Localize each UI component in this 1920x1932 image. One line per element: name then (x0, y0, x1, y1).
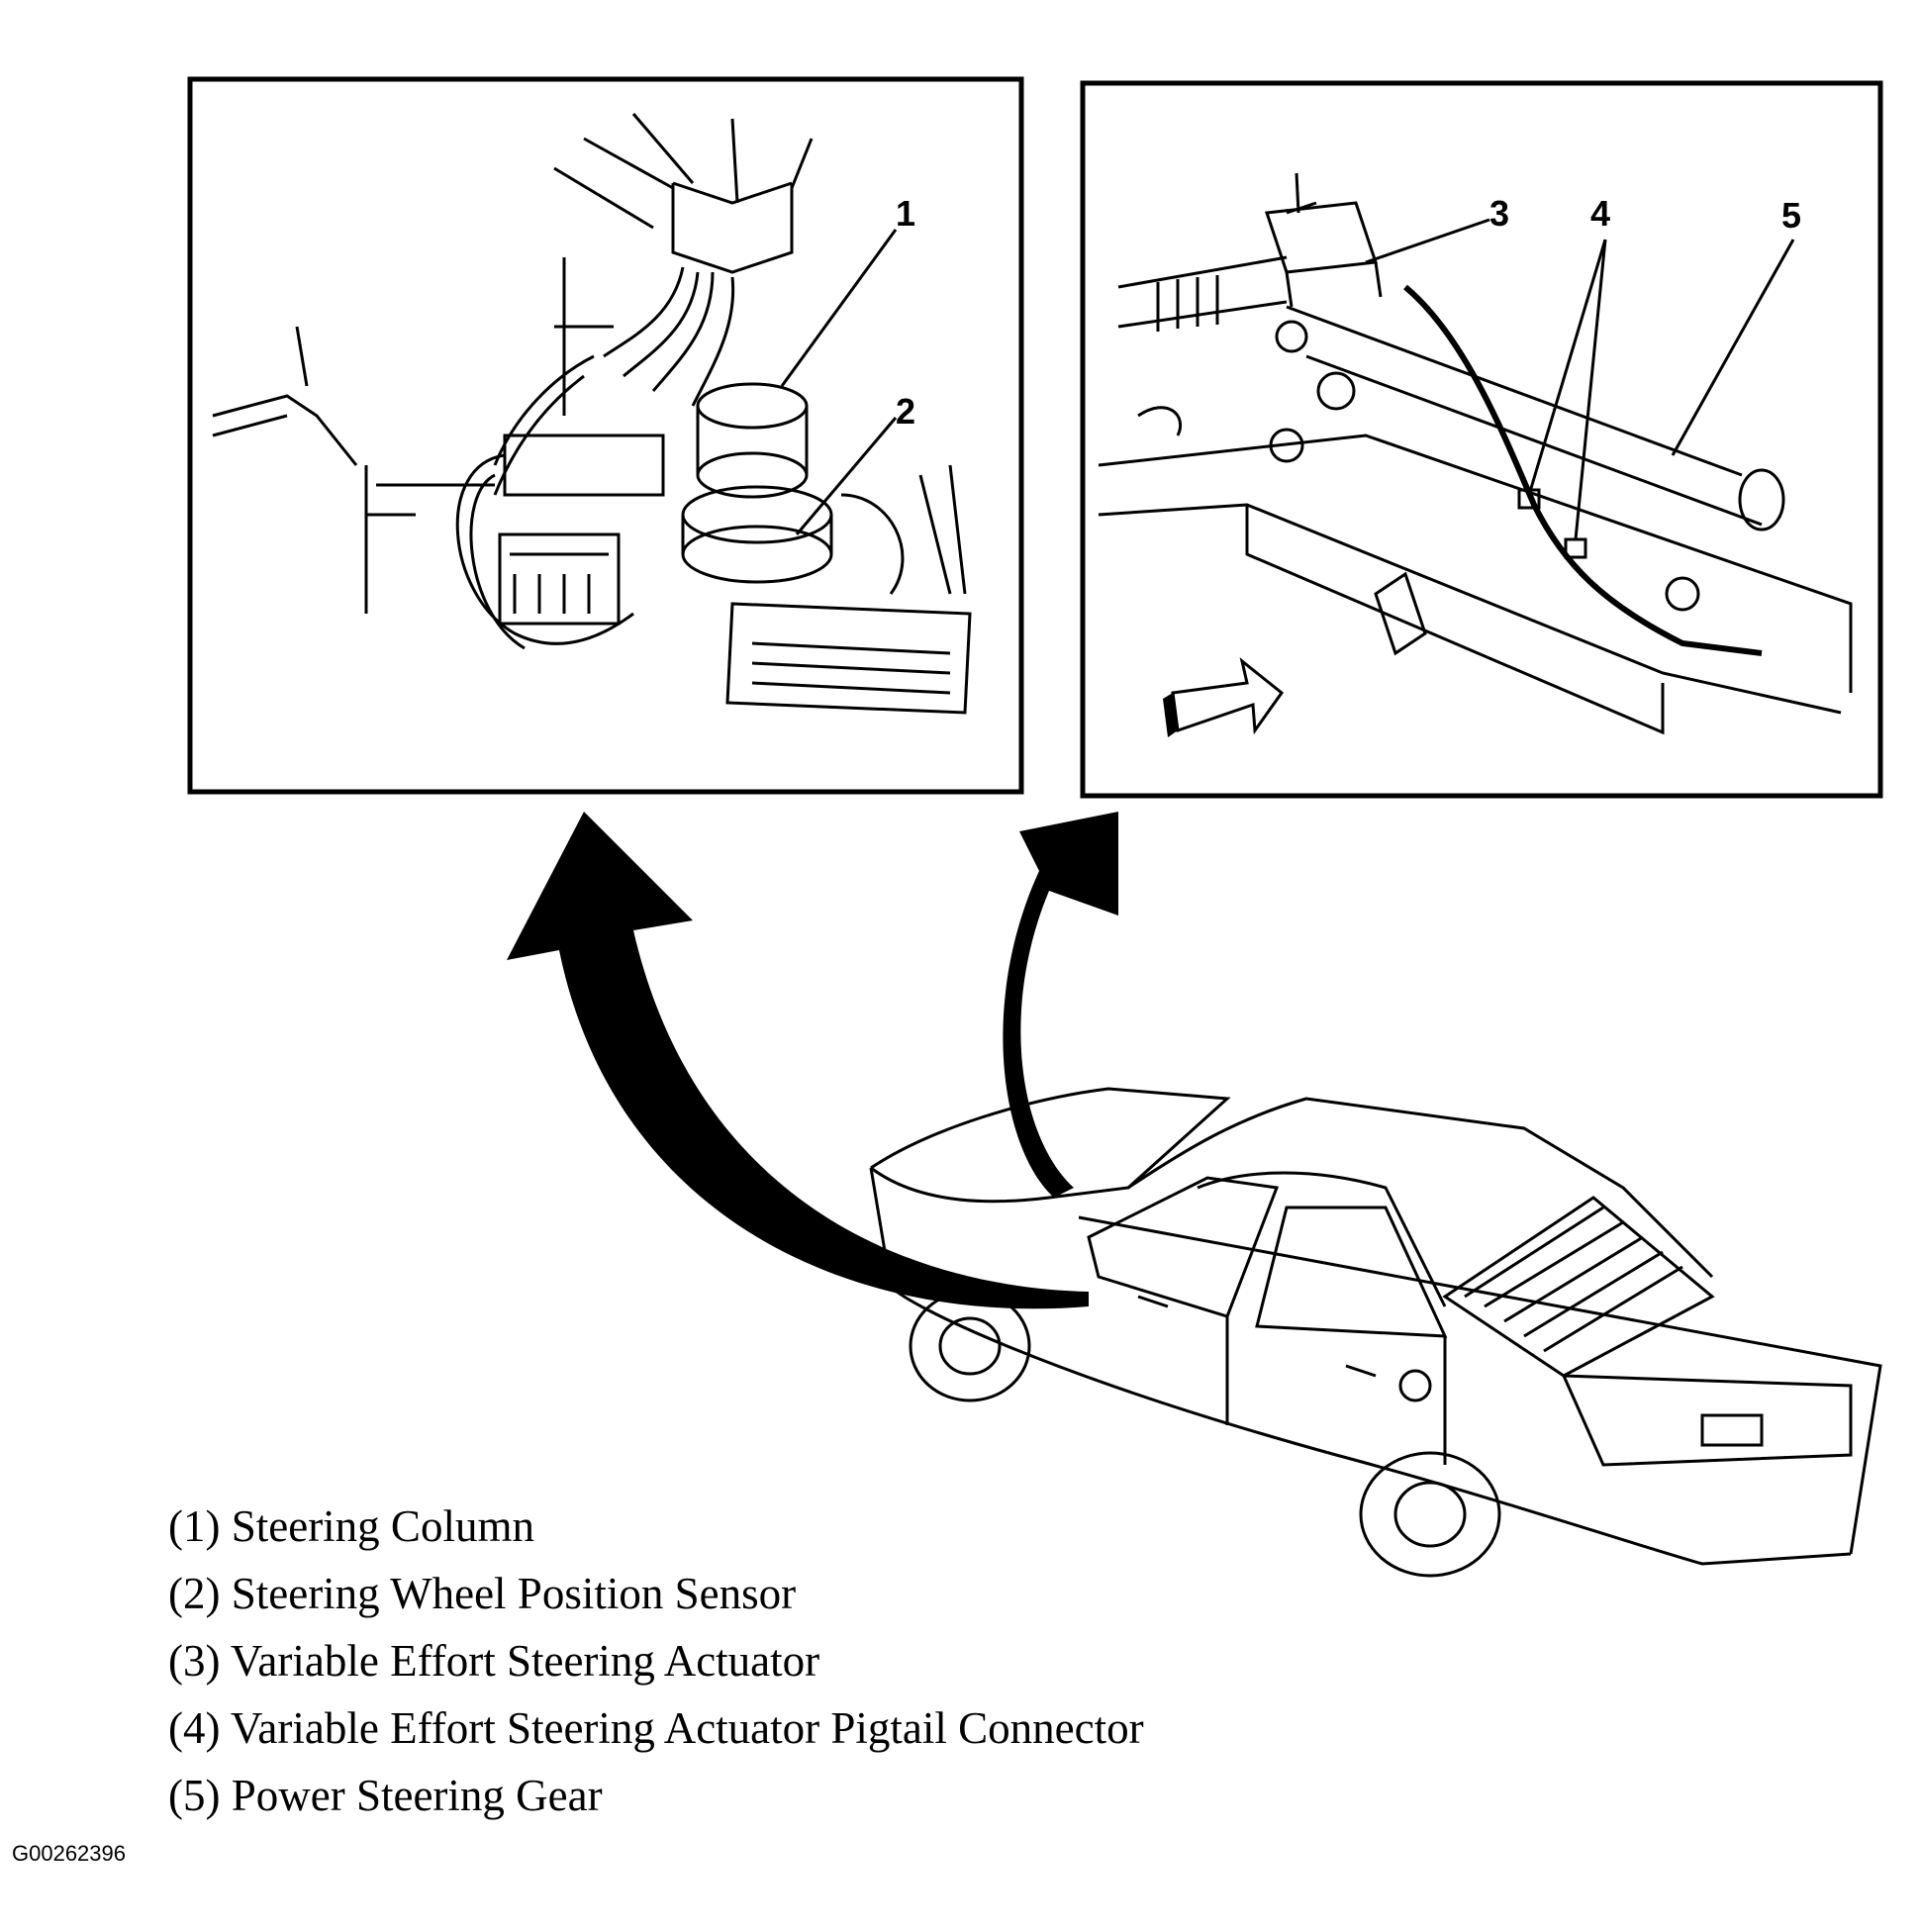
callout-2-position-sensor: 2 (896, 391, 916, 432)
callout-5-steering-gear: 5 (1781, 195, 1802, 236)
view-direction-arrow (1171, 657, 1285, 735)
inset-steering-column (187, 76, 1024, 795)
arrow-to-right-inset (1003, 812, 1118, 1198)
figure-id: G00262396 (12, 1841, 126, 1866)
callout-4-pigtail-connector: 4 (1590, 193, 1611, 234)
legend-item-variable-effort-steering-actuator: (3) Variable Effort Steering Actuator (168, 1636, 820, 1686)
legend-item-steering-wheel-position-sensor: (2) Steering Wheel Position Sensor (168, 1569, 797, 1618)
component-legend: (1) Steering Column (2) Steering Wheel P… (168, 1493, 1144, 1829)
inset-steering-gear (1080, 80, 1883, 799)
legend-item-power-steering-gear: (5) Power Steering Gear (168, 1771, 603, 1820)
legend-item-steering-column: (1) Steering Column (168, 1501, 534, 1551)
callout-1-steering-column: 1 (896, 193, 916, 234)
arrow-to-left-inset (507, 812, 1089, 1309)
legend-item-actuator-pigtail-connector: (4) Variable Effort Steering Actuator Pi… (168, 1703, 1144, 1753)
callout-3-actuator: 3 (1489, 193, 1510, 234)
vehicle-illustration (869, 1087, 1882, 1578)
